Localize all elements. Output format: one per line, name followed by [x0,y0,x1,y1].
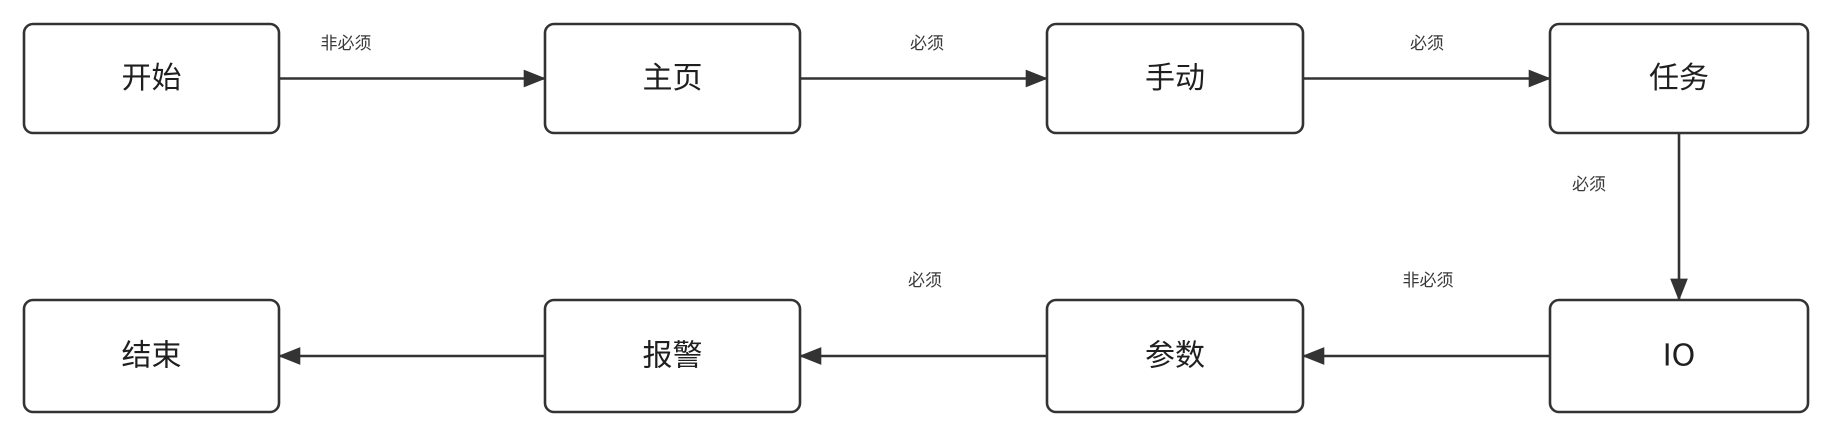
node-box-manual[interactable] [1045,22,1305,135]
flowchart-node-start[interactable]: 开始 [22,22,281,135]
edge-label-e4: 必须 [1572,175,1606,195]
node-box-start[interactable] [22,22,281,135]
node-box-io[interactable] [1548,298,1810,414]
edge-label-e2: 必须 [910,34,944,54]
node-label-param: 参数 [1145,339,1205,374]
edge-label-e1: 非必须 [321,34,372,54]
node-box-param[interactable] [1045,298,1305,414]
node-label-task: 任务 [1649,61,1709,96]
node-label-manual: 手动 [1145,61,1205,96]
node-label-home: 主页 [643,61,703,96]
node-label-end: 结束 [122,339,182,374]
flowchart-node-manual[interactable]: 手动 [1045,22,1305,135]
node-box-task[interactable] [1548,22,1810,135]
edge-labels-layer: 非必须必须必须必须非必须必须 [321,34,1607,291]
flowchart-node-end[interactable]: 结束 [22,298,281,414]
flowchart-node-io[interactable]: IO [1548,298,1810,414]
node-label-start: 开始 [122,61,182,96]
edges-layer [277,69,1688,365]
node-box-home[interactable] [543,22,802,135]
flowchart-node-home[interactable]: 主页 [543,22,802,135]
flowchart-node-alarm[interactable]: 报警 [543,298,802,414]
flowchart-node-task[interactable]: 任务 [1548,22,1810,135]
node-box-alarm[interactable] [543,298,802,414]
node-box-end[interactable] [22,298,281,414]
edge-label-e5: 非必须 [1403,271,1454,291]
node-label-io: IO [1663,339,1695,374]
edge-label-e6: 必须 [908,271,942,291]
flowchart-node-param[interactable]: 参数 [1045,298,1305,414]
edge-label-e3: 必须 [1410,34,1444,54]
node-label-alarm: 报警 [643,339,703,374]
